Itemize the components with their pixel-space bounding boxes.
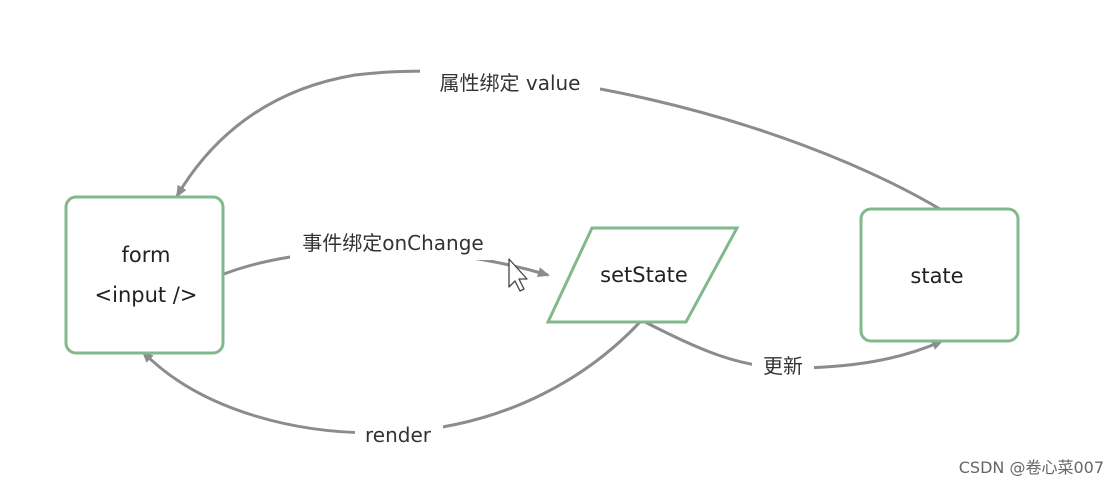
setstate-node-label: setState [600,263,688,287]
form-node-box [64,195,225,355]
form-node-label-line2: <input /> [95,283,198,307]
watermark-text: CSDN @卷心菜007 [959,458,1104,477]
edge-label-update: 更新 [763,354,803,378]
setstate-node-shape [545,226,740,324]
mouse-pointer-icon [508,258,528,292]
state-node-box [859,207,1020,343]
setstate-node: setState [545,226,740,324]
state-node-label: state [910,264,963,288]
edge-label-onchange-binding: 事件绑定onChange [302,231,483,255]
form-node: form <input /> [64,195,225,355]
edge-label-bg [752,350,814,382]
edge-label-bg [420,66,600,100]
edge-label-render: render [365,423,432,447]
edge-label-bg [355,418,443,452]
state-node: state [859,207,1020,343]
edge-label-value-binding: 属性绑定 value [440,71,581,95]
form-node-label-line1: form [122,243,171,267]
edge-label-bg [290,226,496,260]
